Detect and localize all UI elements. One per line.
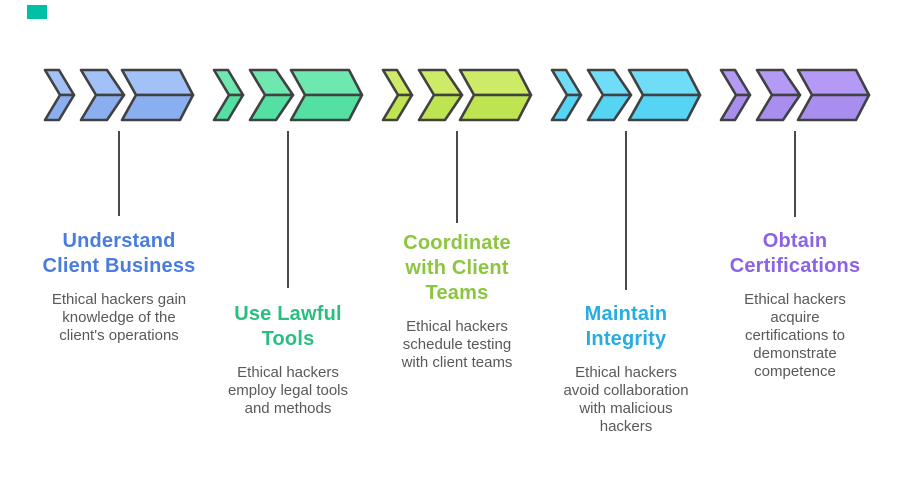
- step-description: Ethical hackers avoid collaboration with…: [563, 364, 689, 435]
- step-title: Understand Client Business: [42, 230, 196, 277]
- chevron-small-bottom-shape: [381, 93, 414, 122]
- chevron-large-top-shape: [458, 68, 533, 97]
- connector-line: [625, 131, 627, 290]
- step-description: Ethical hackers gain knowledge of the cl…: [51, 291, 187, 344]
- chevron-small-top-shape: [719, 68, 752, 97]
- chevron-large-bottom-shape: [796, 93, 871, 122]
- connector-line: [287, 131, 289, 288]
- chevron-medium-top-shape: [79, 68, 126, 97]
- chevron-large-bottom-shape: [627, 93, 702, 122]
- connector-line: [456, 131, 458, 223]
- chevron-medium-top-shape: [417, 68, 464, 97]
- chevron-medium-bottom-shape: [586, 93, 633, 122]
- chevron-small-top-shape: [381, 68, 414, 97]
- chevron-small-top-shape: [212, 68, 245, 97]
- step-description: Ethical hackers schedule testing with cl…: [401, 318, 513, 371]
- chevron-large-top-shape: [796, 68, 871, 97]
- chevron-large-top-shape: [120, 68, 195, 97]
- connector-line: [118, 131, 120, 216]
- chevron-arrows: [550, 68, 702, 122]
- chevron-small-bottom-shape: [550, 93, 583, 122]
- step-text-column: Understand Client Business Ethical hacke…: [29, 229, 209, 345]
- chevron-large-bottom-shape: [458, 93, 533, 122]
- chevron-small-bottom-shape: [212, 93, 245, 122]
- chevron-medium-bottom-shape: [248, 93, 295, 122]
- chevron-medium-top-shape: [248, 68, 295, 97]
- step-text-column: Coordinate with Client Teams Ethical hac…: [367, 231, 547, 372]
- chevron-small-top-shape: [550, 68, 583, 97]
- step-title: Use Lawful Tools: [234, 303, 342, 350]
- step-title: Obtain Certifications: [729, 230, 861, 277]
- chevron-small-bottom-shape: [43, 93, 76, 122]
- chevron-arrows: [381, 68, 533, 122]
- chevron-medium-bottom-shape: [755, 93, 802, 122]
- step-text-column: Obtain Certifications Ethical hackers ac…: [705, 229, 885, 381]
- step-title: Coordinate with Client Teams: [403, 232, 511, 304]
- chevron-medium-bottom-shape: [417, 93, 464, 122]
- step-title: Maintain Integrity: [584, 303, 668, 350]
- chevron-large-bottom-shape: [289, 93, 364, 122]
- step-text-column: Maintain Integrity Ethical hackers avoid…: [536, 302, 716, 436]
- step-description: Ethical hackers employ legal tools and m…: [227, 364, 349, 417]
- chevron-arrows: [719, 68, 871, 122]
- step-description: Ethical hackers acquire certifications t…: [744, 291, 846, 380]
- chevron-arrows: [43, 68, 195, 122]
- chevron-large-bottom-shape: [120, 93, 195, 122]
- brand-accent-square: [27, 5, 47, 19]
- chevron-large-top-shape: [627, 68, 702, 97]
- chevron-large-top-shape: [289, 68, 364, 97]
- chevron-small-top-shape: [43, 68, 76, 97]
- chevron-arrows: [212, 68, 364, 122]
- chevron-medium-top-shape: [586, 68, 633, 97]
- chevron-medium-top-shape: [755, 68, 802, 97]
- connector-line: [794, 131, 796, 217]
- chevron-small-bottom-shape: [719, 93, 752, 122]
- chevron-medium-bottom-shape: [79, 93, 126, 122]
- step-text-column: Use Lawful Tools Ethical hackers employ …: [198, 302, 378, 418]
